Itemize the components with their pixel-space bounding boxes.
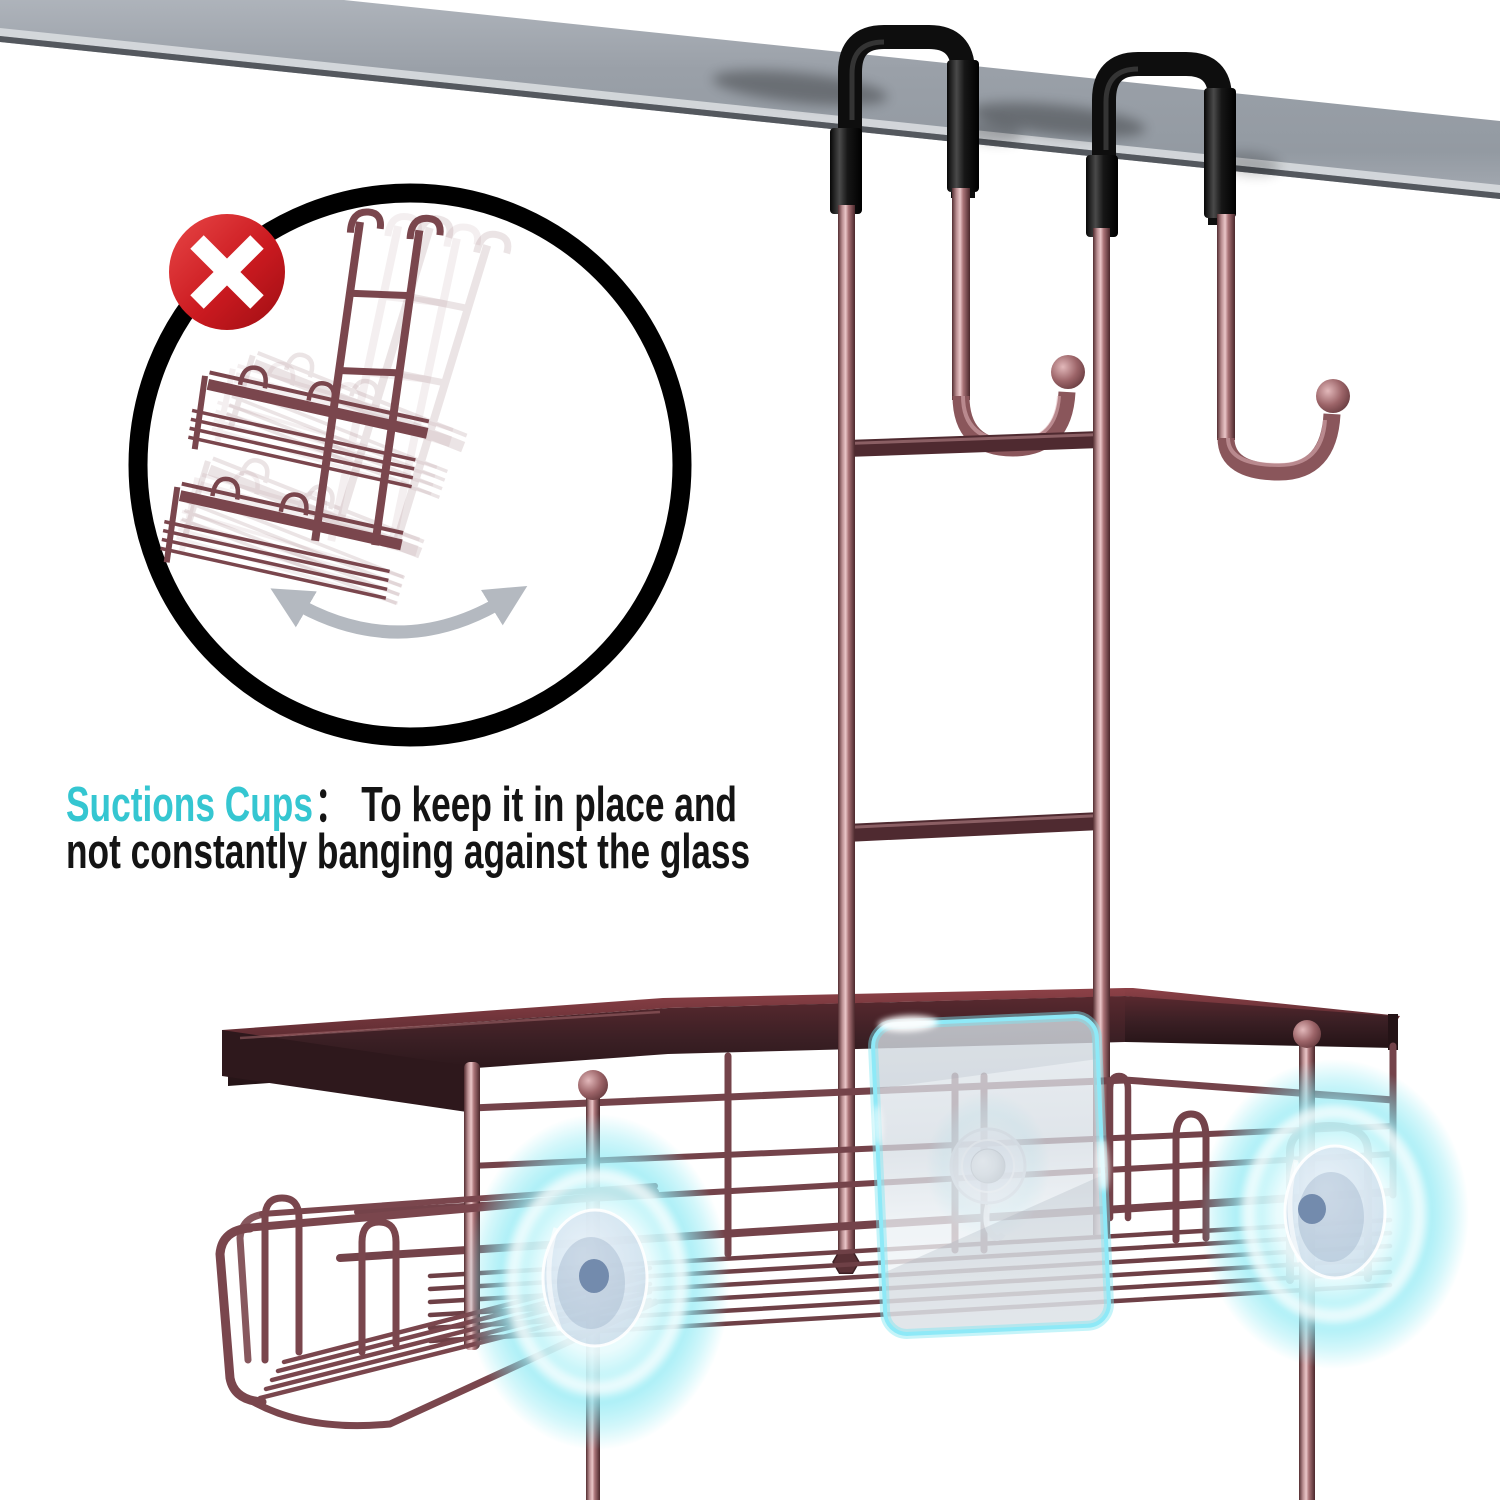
caption-highlight: Suctions Cups [66,778,313,832]
suction-cup-right [1199,1059,1469,1369]
soap-basket-bottom-rail [246,1298,659,1430]
feature-caption: Suctions Cups：To keep it in place and no… [66,778,751,879]
caption-line-1: Suctions Cups：To keep it in place and [66,778,737,832]
hook-ball-tip [1316,379,1350,413]
hook-ball-tip [1051,355,1085,389]
hook-front-rod [952,188,970,400]
basket-wire-hook [1106,1072,1132,1222]
over-door-hook-left [830,25,1085,457]
over-door-hook-right [1086,52,1350,481]
hook-arch-black [838,25,975,198]
x-cross-icon [169,214,285,330]
hook-back-grip-sleeve [830,128,862,214]
suction-cup-center [579,1259,609,1293]
hanging-ladder-frame [832,205,1110,1275]
caption-line-2: not constantly banging against the glass [66,825,751,879]
ladder-rail-right [1093,228,1110,1235]
suction-cup-left [464,1114,730,1450]
ladder-rail-left [838,205,855,1260]
hook-front-grip-sleeve [947,60,979,192]
ball-finial [1293,1020,1321,1048]
hook-front-rod [1217,214,1235,440]
basket-divider-hoop [1172,1110,1210,1244]
hook-arch-black [1092,52,1232,225]
bar-bottom-light-strip [0,28,1500,193]
bar-bottom-dark-edge [0,36,1500,199]
hook-front-grip-sleeve [1204,88,1236,218]
soap-basket-divider [261,1194,303,1364]
glass-door-top-bar [0,0,1500,199]
swing-double-arrow-icon [270,585,528,639]
basket-front-left-band [222,1030,467,1112]
suction-cup-disc [1283,1144,1387,1280]
suction-cup-center [1298,1194,1326,1224]
soap-basket-divider [358,1218,400,1356]
hook-back-grip-sleeve [1086,155,1118,237]
towel-j-hook [1217,413,1341,481]
ball-finial [578,1070,608,1100]
warning-inset [128,171,692,747]
anti-slip-plate [868,1011,1114,1339]
